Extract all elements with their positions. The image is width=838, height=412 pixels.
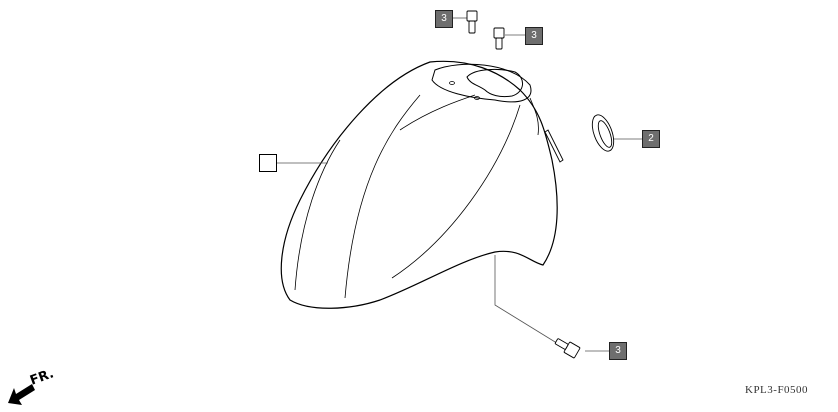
front-fender-drawing xyxy=(280,60,564,309)
grommet-icon xyxy=(591,114,615,152)
callout-front-fender[interactable] xyxy=(259,154,277,172)
callout-bolt-bottom[interactable]: 3 xyxy=(609,342,627,360)
callout-bolt-top-right[interactable]: 3 xyxy=(525,27,543,45)
callout-grommet[interactable]: 2 xyxy=(642,130,660,148)
bolt-top-right-icon xyxy=(493,27,505,50)
callout-bolt-top-left[interactable]: 3 xyxy=(435,10,453,28)
front-direction-arrow-icon xyxy=(8,384,35,405)
diagram-code: KPL3-F0500 xyxy=(745,384,809,396)
bolt-top-left-icon xyxy=(466,10,478,34)
bolt-bottom-icon xyxy=(554,338,581,359)
leader-lines xyxy=(277,17,642,352)
